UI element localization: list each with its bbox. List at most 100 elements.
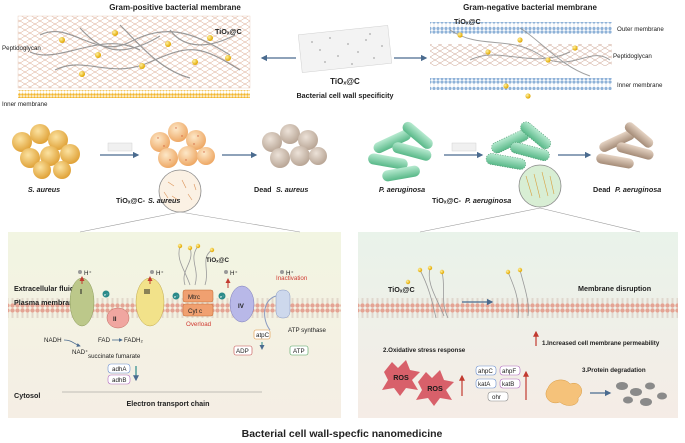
- oxidative-stress-label: 2.Oxidative stress response: [383, 347, 466, 354]
- complex-i-label: I: [80, 287, 82, 296]
- peptidoglycan-label-left: Peptidoglycan: [2, 45, 41, 52]
- nanofibers-inserting: [419, 267, 529, 319]
- inner-membrane-layer-right: [430, 78, 612, 90]
- tio-s-aureus-prefix: TiOₓ@C-: [116, 196, 146, 205]
- center-tio-c-label: TiOₓ@C: [330, 77, 360, 86]
- mtrc-cytc-complex: Mtrc Cyt c TiOₓ@C Overload: [177, 243, 229, 328]
- complex-ii: II: [106, 307, 130, 329]
- complex-ii-label: II: [113, 316, 117, 323]
- electron-icon: [218, 292, 226, 300]
- dead-p-aeruginosa-name: P. aeruginosa: [615, 185, 661, 194]
- complex-iv-label: IV: [238, 303, 245, 310]
- disruption-panel-background: [358, 232, 678, 418]
- nanoparticles-right: [457, 32, 578, 99]
- footer-title: Bacterial cell wall-specfic nanomedicine: [242, 428, 443, 440]
- dead-p-aeruginosa-prefix: Dead: [593, 185, 611, 194]
- atp-synthase: H⁺ Inactivation ATP synthase ATP: [264, 270, 327, 356]
- extracellular-label: Extracellular fluid: [14, 284, 74, 293]
- dead-p-aeruginosa-cluster: [596, 122, 654, 169]
- s-aureus-cluster: [12, 124, 80, 179]
- tio-p-aeruginosa-name: P. aeruginosa: [465, 196, 511, 205]
- degraded-fragments: [616, 382, 667, 406]
- overload-label: Overload: [186, 321, 212, 328]
- electron-icon: [172, 292, 180, 300]
- gram-positive-panel: Gram-positive bacterial membrane Peptido…: [2, 3, 251, 108]
- ros-star-1: ROS: [382, 360, 420, 396]
- adp-box: [233, 345, 253, 356]
- outer-membrane-layer: [430, 22, 612, 34]
- nanofiber-mesh-right: [449, 27, 611, 77]
- h-plus-3: H⁺: [230, 270, 238, 277]
- h-plus-4: H⁺: [286, 270, 294, 277]
- tio-p-aeruginosa-cluster: [485, 121, 552, 170]
- center-caption: Bacterial cell wall specificity: [296, 91, 393, 100]
- p-aeruginosa-label: P. aeruginosa: [379, 185, 425, 194]
- dead-s-aureus-prefix: Dead: [254, 185, 272, 194]
- adp-label: ADP: [236, 348, 249, 355]
- atpc-label: atpC: [256, 332, 270, 339]
- fad-label: FAD: [98, 337, 111, 344]
- atpc-box: [253, 329, 271, 340]
- ahpc-label: ahpC: [478, 368, 493, 375]
- adha-box: [107, 363, 131, 374]
- complex-i: I H⁺: [69, 270, 95, 327]
- gene-boxes: ahpC ahpF katA katB ohr: [475, 365, 521, 402]
- peptidoglycan-label-right: Peptidoglycan: [613, 53, 652, 60]
- s-aureus-label: S. aureus: [28, 185, 60, 194]
- outer-membrane-label: Outer membrane: [617, 26, 664, 33]
- nad-label: NAD⁺: [72, 349, 88, 356]
- zoom-lens-s-aureus: [158, 169, 202, 213]
- membrane-disruption-panel: TiOₓ@C Membrane disruption 2.Oxidative s…: [358, 207, 678, 418]
- katb-label: katB: [502, 381, 514, 388]
- complex-iv: IV H⁺: [224, 270, 255, 323]
- complex-iii-label: III: [144, 287, 150, 296]
- h-plus-2: H⁺: [156, 270, 164, 277]
- s-aureus-row: S. aureus TiOₓ@C- S. aureus: [12, 122, 327, 213]
- fadh2-label: FADH₂: [124, 337, 144, 344]
- mtrc-label: Mtrc: [188, 294, 200, 301]
- dead-s-aureus-name: S. aureus: [276, 185, 308, 194]
- inner-membrane-label-left: Inner membrane: [2, 101, 48, 108]
- electron-icon: [102, 290, 110, 298]
- tio-s-aureus-name: S. aureus: [148, 196, 180, 205]
- atp-label: ATP: [293, 348, 305, 355]
- complex-iii: III H⁺: [135, 270, 165, 327]
- ahpf-label: ahpF: [502, 368, 516, 375]
- adhb-label: adhB: [112, 377, 126, 384]
- etc-panel-background: [8, 232, 341, 418]
- tio-p-aeruginosa-prefix: TiOₓ@C-: [432, 196, 462, 205]
- tio-c-nanosheet: [298, 25, 392, 73]
- nanosheet-icon-1: [107, 142, 133, 152]
- ros-star-2: ROS: [416, 370, 454, 406]
- p-aeruginosa-row: P. aeruginosa TiOₓ@C- P. aeruginosa Dead…: [368, 121, 661, 208]
- electron-symbol-1: e⁻: [104, 292, 108, 297]
- nanoparticles-left: [59, 30, 231, 77]
- inner-membrane-label-right: Inner membrane: [617, 82, 663, 89]
- membrane-disruption-label: Membrane disruption: [578, 284, 651, 293]
- tio-c-label-left: TiOₓ@C: [215, 27, 242, 36]
- center-particle-group: TiOₓ@C Bacterial cell wall specificity: [260, 25, 428, 100]
- electron-transport-panel: Extracellular fluid Plasma membrane Cyto…: [8, 211, 341, 418]
- etc-caption: Electron transport chain: [126, 399, 209, 408]
- tio-c-label-disruption: TiOₓ@C: [388, 285, 415, 294]
- protein-degradation-label: 3.Protein degradation: [582, 367, 646, 374]
- peptidoglycan-layer-right: [430, 44, 612, 66]
- atp-synthase-label-line: ATP synthase: [288, 327, 327, 334]
- gram-negative-panel: Gram-negative bacterial membrane TiOₓ@C …: [430, 3, 664, 99]
- plasma-membrane-label: Plasma membrane: [14, 298, 78, 307]
- electron-symbol-2: e⁻: [174, 294, 178, 299]
- adhb-box: [107, 374, 131, 385]
- adha-label: adhA: [112, 366, 127, 373]
- kata-label: katA: [478, 381, 491, 388]
- p-aeruginosa-cluster: [368, 121, 433, 182]
- gram-positive-title: Gram-positive bacterial membrane: [109, 3, 241, 12]
- inactivation-label: Inactivation: [276, 275, 308, 282]
- h-plus-1: H⁺: [84, 270, 92, 277]
- peptidoglycan-layer-left: [18, 16, 250, 88]
- zoom-lens-p-aeruginosa: [518, 164, 562, 208]
- electron-symbol-3: e⁻: [220, 294, 224, 299]
- protein-blob: [545, 379, 582, 406]
- nanoparticles-disruption: [405, 265, 523, 285]
- succinate-fumarate-label: succinate fumarate: [88, 353, 141, 360]
